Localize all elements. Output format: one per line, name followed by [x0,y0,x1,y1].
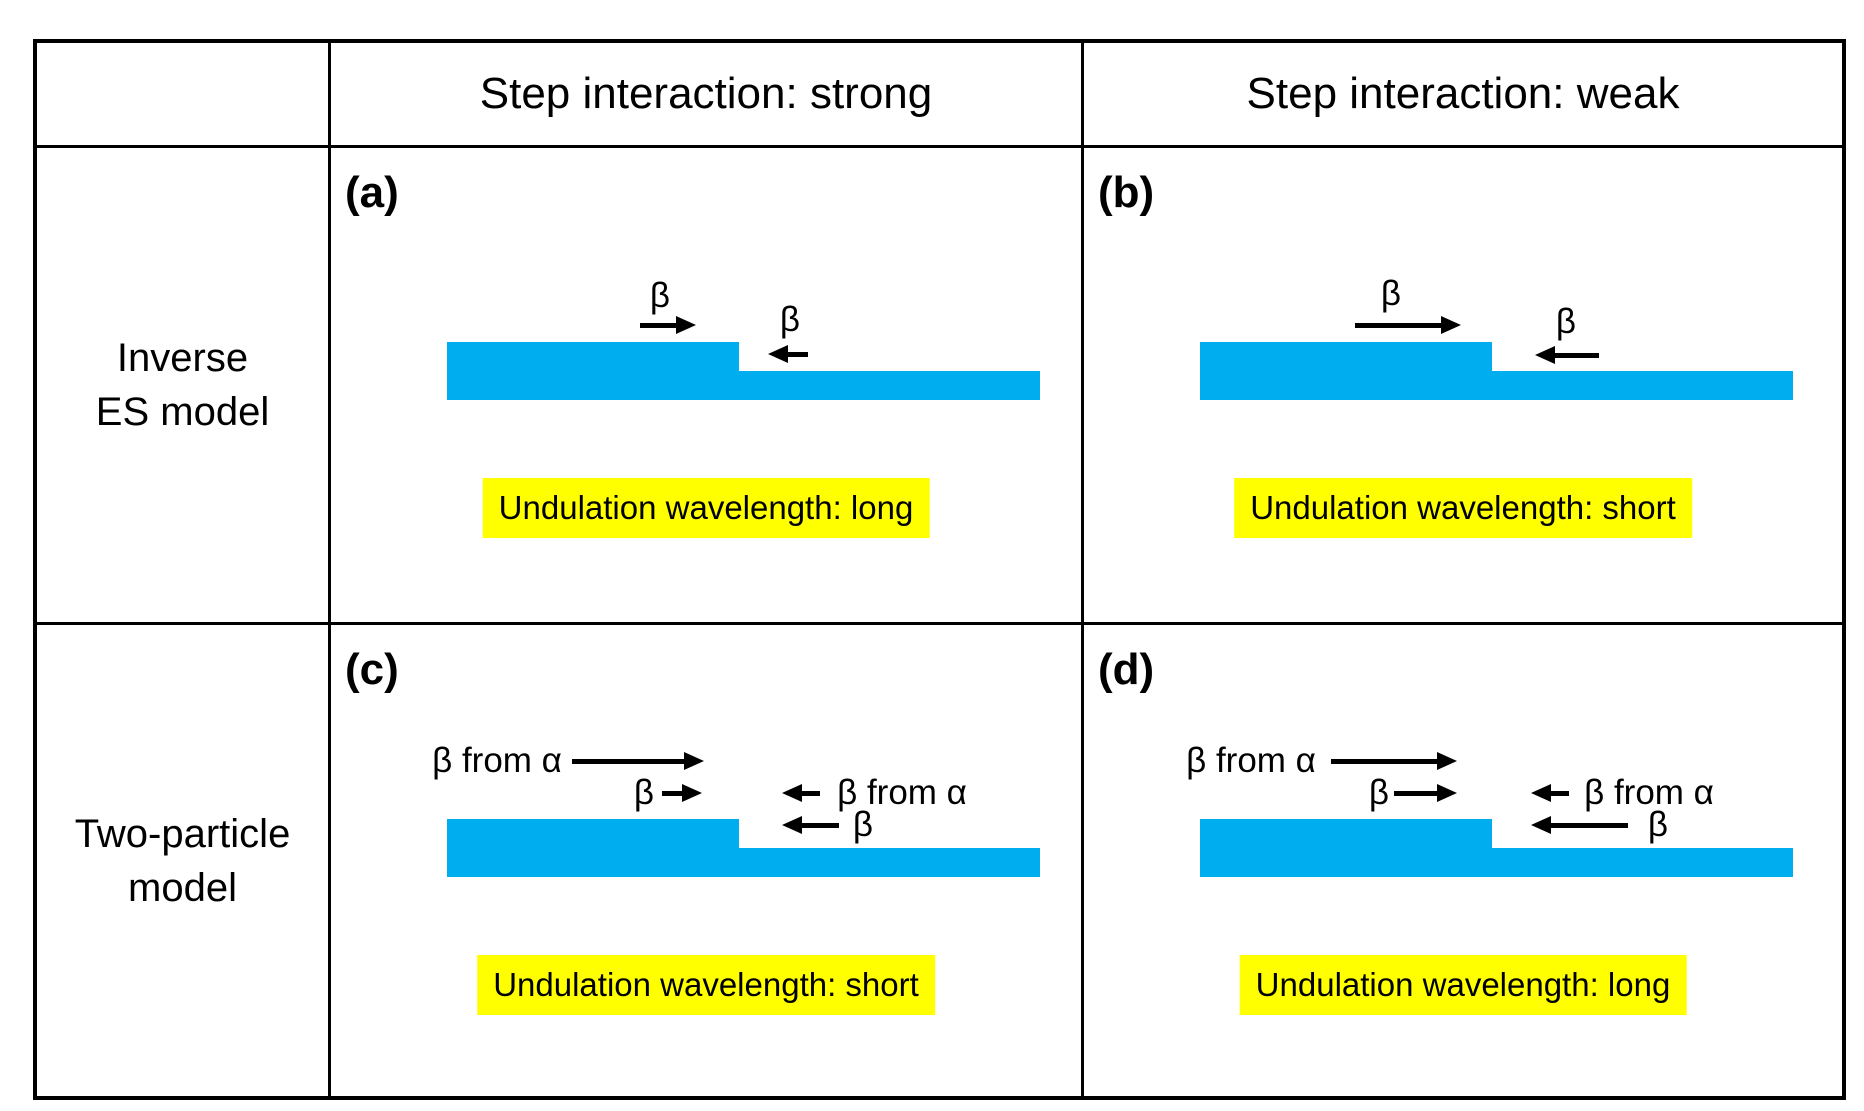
arrow-head-icon [682,784,702,802]
arrow-label: β [1555,302,1577,341]
undulation-caption: Undulation wavelength: short [477,955,935,1015]
header-cell-weak: Step interaction: weak [1084,43,1842,148]
arrow-head-icon [1531,784,1551,802]
beta-arrow-left [782,816,839,834]
terrace-upper [447,819,739,877]
header-cell-strong: Step interaction: strong [331,43,1084,148]
arrow-head-icon [782,784,802,802]
row-label-inverse-es-model: Inverse ES model [37,148,331,625]
arrow-head-icon [782,816,802,834]
header-strong-label: Step interaction: strong [479,69,933,118]
beta-arrow-left [768,345,808,363]
beta-arrow-right [1331,752,1457,770]
arrow-label: β [1647,805,1669,844]
arrow-shaft [1331,759,1439,764]
row-label-line: ES model [95,390,270,434]
arrow-label: β [1368,773,1390,812]
header-weak-label: Step interaction: weak [1246,69,1680,118]
arrow-label: β [779,300,801,339]
arrow-head-icon [768,345,788,363]
row-label-line: Inverse [116,336,249,380]
arrow-label: β [1380,274,1402,313]
terrace-lower [739,848,1040,877]
beta-arrow-left [782,784,820,802]
arrow-label: β from α [432,741,562,780]
arrow-label: β [852,805,874,844]
undulation-caption: Undulation wavelength: long [482,478,930,538]
panel-letter-label: (d) [1098,645,1155,694]
terrace-upper [1200,342,1492,400]
arrow-shaft [1355,323,1443,328]
arrow-label: β from α [1584,773,1714,812]
arrow-head-icon [1535,346,1555,364]
panel-letter-label: (c) [345,645,399,694]
beta-arrow-right [572,752,704,770]
arrow-head-icon [1437,784,1457,802]
arrow-label: β from α [837,773,967,812]
arrow-shaft [800,823,839,828]
arrow-label: β from α [1186,741,1316,780]
arrow-head-icon [1437,752,1457,770]
row-label-two-particle-model: Two-particle model [37,625,331,1096]
row-label-line: Two-particle [74,811,291,856]
corner-cell [37,43,331,148]
arrow-label: β [649,276,671,315]
comparison-table: Step interaction: strong Step interactio… [33,39,1846,1100]
arrow-shaft [572,759,686,764]
arrow-shaft [1394,791,1439,796]
arrow-shaft [1553,353,1599,358]
undulation-caption: Undulation wavelength: long [1239,955,1687,1015]
beta-arrow-right [1355,316,1461,334]
arrow-head-icon [1531,816,1551,834]
terrace-lower [1492,848,1793,877]
terrace-lower [1492,371,1793,400]
beta-arrow-left [1535,346,1599,364]
panel-letter-label: (b) [1098,168,1155,217]
undulation-caption: Undulation wavelength: short [1234,478,1692,538]
beta-arrow-right [662,784,702,802]
row-label-line: model [128,865,237,910]
terrace-lower [739,371,1040,400]
arrow-label: β [633,773,655,812]
arrow-shaft [1549,823,1628,828]
arrow-shaft [1549,791,1569,796]
arrow-shaft [640,323,678,328]
beta-arrow-left [1531,816,1628,834]
arrow-shaft [786,352,808,357]
terrace-upper [447,342,739,400]
arrow-head-icon [676,316,696,334]
arrow-shaft [662,791,684,796]
arrow-head-icon [684,752,704,770]
beta-arrow-right [1394,784,1457,802]
beta-arrow-left [1531,784,1569,802]
panel-letter-label: (a) [345,168,399,217]
beta-arrow-right [640,316,696,334]
arrow-shaft [800,791,820,796]
terrace-upper [1200,819,1492,877]
arrow-head-icon [1441,316,1461,334]
